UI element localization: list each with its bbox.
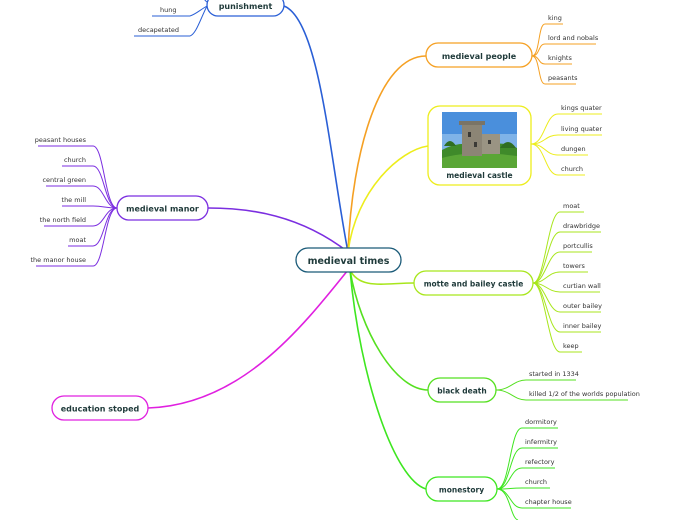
leaf-the-mill[interactable]: the mill [62,196,87,204]
leaf-manor-church[interactable]: church [64,156,86,164]
leaf-living-quater[interactable]: living quater [561,125,602,133]
leaf-kings-quater[interactable]: kings quater [561,104,602,112]
leaf-portcullis[interactable]: portcullis [563,242,593,250]
leaf-drawbridge[interactable]: drawbridge [563,222,600,230]
topic-medieval-people-label: medieval people [442,52,517,61]
topic-monestory-label: monestory [439,486,484,495]
topic-punishment-label: punishment [219,2,273,11]
leaf-central-green[interactable]: central green [42,176,86,184]
leaf-knights[interactable]: knights [548,54,572,62]
topic-punishment[interactable]: punishment [206,0,285,17]
central-topic-label: medieval times [308,256,390,267]
leaf-inner-bailey[interactable]: inner bailey [563,322,602,330]
leaf-dungen[interactable]: dungen [561,145,586,153]
leaf-peasant-houses[interactable]: peasant houses [35,136,87,144]
leaf-chapter-house[interactable]: chapter house [525,498,572,506]
leaf-the-north-field[interactable]: the north field [40,216,86,224]
topic-medieval-castle-label: medieval castle [446,171,512,180]
leaf-towers[interactable]: towers [563,262,586,270]
leaf-castle-church[interactable]: church [561,165,583,173]
castle-picture [442,112,517,168]
topic-education-stoped-label: education stoped [61,405,140,414]
leaf-decapetated[interactable]: decapetated [138,26,179,34]
topic-education-stoped[interactable]: education stoped [51,395,149,421]
leaf-the-manor-house[interactable]: the manor house [31,256,87,264]
leaf-infermitry[interactable]: infermitry [525,438,557,446]
leaf-keep[interactable]: keep [563,342,579,350]
leaf-manor-moat[interactable]: moat [69,236,86,244]
leaf-refectory[interactable]: refectory [525,458,555,466]
topic-monestory[interactable]: monestory [425,476,498,502]
topic-motte-label: motte and bailey castle [424,280,524,289]
leaf-king[interactable]: king [548,14,562,22]
leaf-moat[interactable]: moat [563,202,580,210]
leaf-peasants[interactable]: peasants [548,74,578,82]
leaf-outer-bailey[interactable]: outer bailey [563,302,602,310]
central-topic[interactable]: medieval times [295,247,402,273]
topic-medieval-manor[interactable]: medieval manor [116,195,209,221]
topic-medieval-people[interactable]: medieval people [425,42,533,68]
leaf-curtian-wall[interactable]: curtian wall [563,282,601,290]
topic-medieval-castle[interactable]: medieval castle [427,105,532,186]
topic-black-death-label: black death [437,387,487,396]
connector-lines [36,0,628,520]
leaf-monestory-church[interactable]: church [525,478,547,486]
topic-black-death[interactable]: black death [427,377,497,403]
leaf-hung[interactable]: hung [160,6,177,14]
leaf-dormitory[interactable]: dormitory [525,418,557,426]
leaf-killed-half[interactable]: killed 1/2 of the worlds population [529,390,640,398]
leaf-lord-and-nobals[interactable]: lord and nobals [548,34,599,42]
topic-motte-and-bailey-castle[interactable]: motte and bailey castle [413,270,534,296]
topic-medieval-manor-label: medieval manor [126,205,199,214]
leaf-started-in-1334[interactable]: started in 1334 [529,370,579,378]
